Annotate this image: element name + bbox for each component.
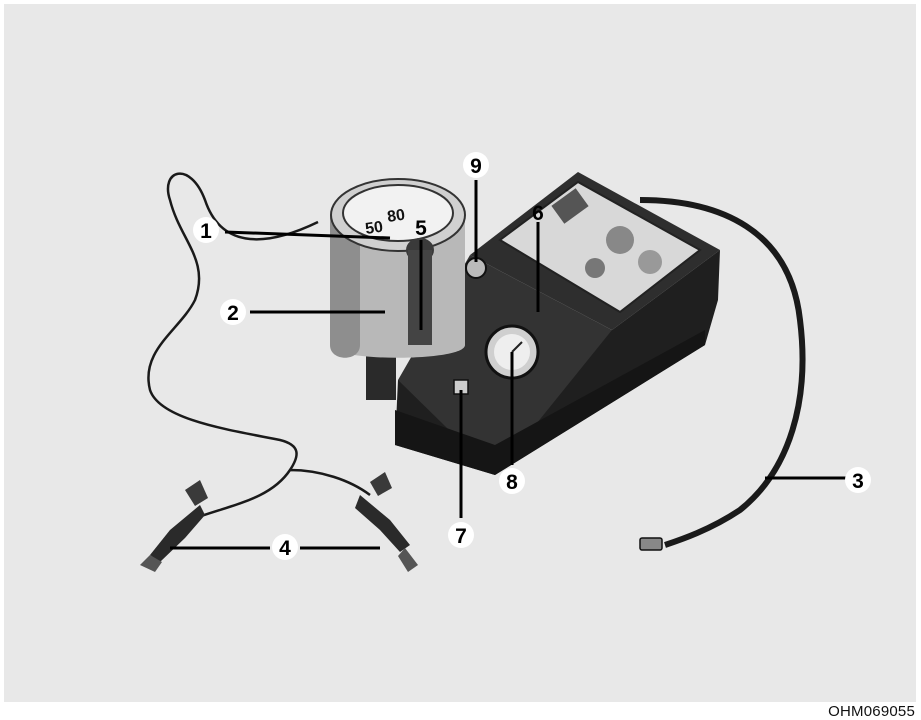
callout-8: 8 <box>499 468 525 494</box>
speed-label-bottom: 50 <box>364 219 384 238</box>
clamp-icon <box>355 472 418 572</box>
callout-3: 3 <box>845 467 871 493</box>
callout-5: 5 <box>415 217 427 240</box>
svg-text:7: 7 <box>455 525 467 548</box>
svg-text:6: 6 <box>532 202 544 225</box>
svg-text:3: 3 <box>852 470 864 493</box>
callout-6: 6 <box>532 202 544 225</box>
clamp-icon <box>140 480 208 572</box>
callout-4: 4 <box>272 534 298 560</box>
svg-text:2: 2 <box>227 302 239 325</box>
callout-7: 7 <box>448 522 474 548</box>
callout-1: 1 <box>193 217 219 243</box>
svg-text:4: 4 <box>279 537 291 560</box>
speed-label-top: 80 <box>386 207 406 226</box>
hose-fitting-icon <box>640 538 662 550</box>
svg-text:9: 9 <box>470 155 482 178</box>
svg-text:5: 5 <box>415 217 427 240</box>
svg-text:8: 8 <box>506 471 518 494</box>
figure-reference-code: OHM069055 <box>828 703 915 720</box>
callout-2: 2 <box>220 299 246 325</box>
svg-text:1: 1 <box>200 220 212 243</box>
callout-9: 9 <box>463 152 489 178</box>
